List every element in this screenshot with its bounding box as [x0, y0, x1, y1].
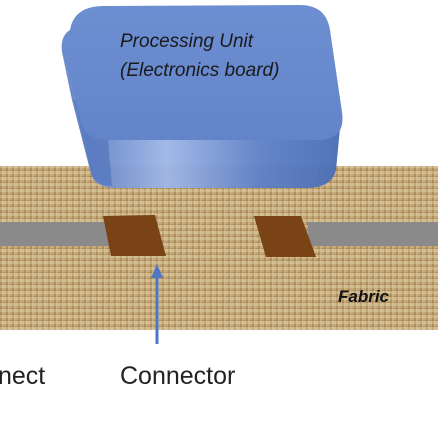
connector-pad-right — [254, 216, 316, 257]
processing-unit-top — [61, 5, 343, 140]
connector-pad-left — [103, 215, 166, 256]
fabric-label: Fabric — [338, 287, 390, 306]
connector-arrow — [151, 264, 163, 344]
processing-unit-label-line1: Processing Unit — [120, 31, 254, 52]
interconnect-line-right — [308, 222, 438, 246]
processing-unit-box — [61, 5, 343, 188]
fabric-shadow — [0, 166, 438, 330]
connector-label: Connector — [120, 362, 236, 390]
interconnect-label: nect — [0, 362, 46, 390]
processing-unit-label-line2: (Electronics board) — [120, 60, 280, 81]
interconnect-line-left — [0, 222, 112, 246]
fabric-strip — [0, 166, 438, 330]
processing-unit-left-face — [62, 52, 112, 186]
